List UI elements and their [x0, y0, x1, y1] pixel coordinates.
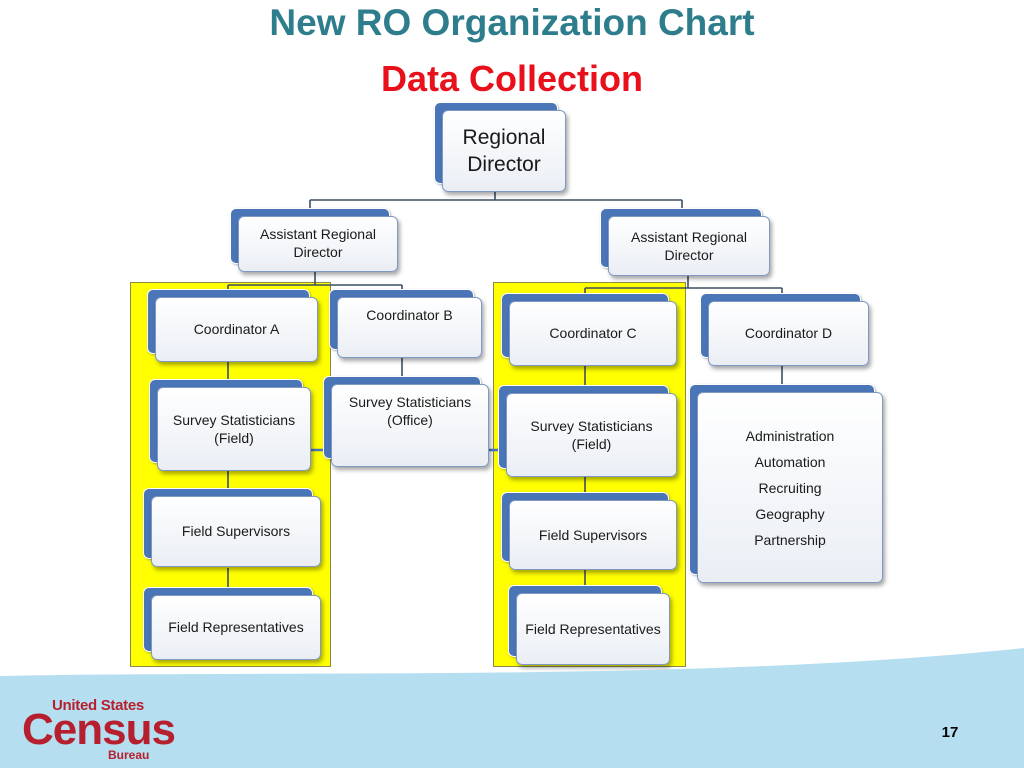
- coordinator-d-function-item: Geography: [755, 505, 825, 522]
- footer-band: [0, 676, 1024, 768]
- census-bureau-logo: United States Census Bureau: [22, 693, 176, 763]
- field-representatives-right-node: Field Representatives: [508, 585, 670, 665]
- field-supervisors-left-node: Field Supervisors: [143, 488, 321, 567]
- logo-line-1: United States: [52, 697, 144, 714]
- coordinator-c-label: Coordinator C: [549, 325, 637, 342]
- assistant-regional-director-right-node: Assistant Regional Director: [600, 208, 770, 276]
- survey-statisticians-office-node: Survey Statisticians (Office): [323, 376, 489, 467]
- survey-statisticians-field-right-node: Survey Statisticians (Field): [498, 385, 677, 477]
- coordinator-b-label: Coordinator B: [366, 307, 453, 323]
- regional-director-label: Regional Director: [462, 125, 546, 176]
- ss-field-right-label: Survey Statisticians (Field): [530, 417, 653, 452]
- coordinator-c-node: Coordinator C: [501, 293, 677, 366]
- fr-right-label: Field Representatives: [525, 620, 661, 637]
- fs-right-label: Field Supervisors: [538, 526, 648, 543]
- coordinator-d-function-item: Automation: [754, 453, 826, 470]
- survey-statisticians-field-left-node: Survey Statisticians (Field): [149, 379, 311, 471]
- field-representatives-left-node: Field Representatives: [143, 587, 321, 660]
- assistant-regional-director-left-node: Assistant Regional Director: [230, 208, 398, 272]
- coordinator-d-function-item: Recruiting: [758, 479, 822, 496]
- ard-left-label: Assistant Regional Director: [260, 226, 376, 261]
- fs-left-label: Field Supervisors: [181, 523, 291, 540]
- coordinator-d-node: Coordinator D: [700, 293, 869, 366]
- field-supervisors-right-node: Field Supervisors: [501, 492, 677, 570]
- regional-director-node: Regional Director: [434, 102, 566, 192]
- page-number: 17: [941, 724, 959, 741]
- logo-line-2: Census: [22, 705, 176, 754]
- logo-line-3: Bureau: [108, 748, 150, 762]
- coordinator-a-node: Coordinator A: [147, 289, 318, 362]
- coordinator-d-label: Coordinator D: [744, 325, 833, 342]
- ss-field-left-label: Survey Statisticians (Field): [172, 411, 296, 446]
- coordinator-a-label: Coordinator A: [193, 321, 280, 338]
- fr-left-label: Field Representatives: [168, 619, 304, 636]
- coordinator-d-function-item: Administration: [745, 427, 835, 444]
- ss-office-label: Survey Statisticians (Office): [348, 394, 472, 429]
- page-subtitle: Data Collection: [380, 58, 644, 99]
- coordinator-b-node: Coordinator B: [329, 289, 482, 358]
- ard-right-label: Assistant Regional Director: [631, 228, 747, 263]
- coordinator-d-function-item: Partnership: [754, 531, 826, 548]
- page-title: New RO Organization Chart: [269, 2, 755, 43]
